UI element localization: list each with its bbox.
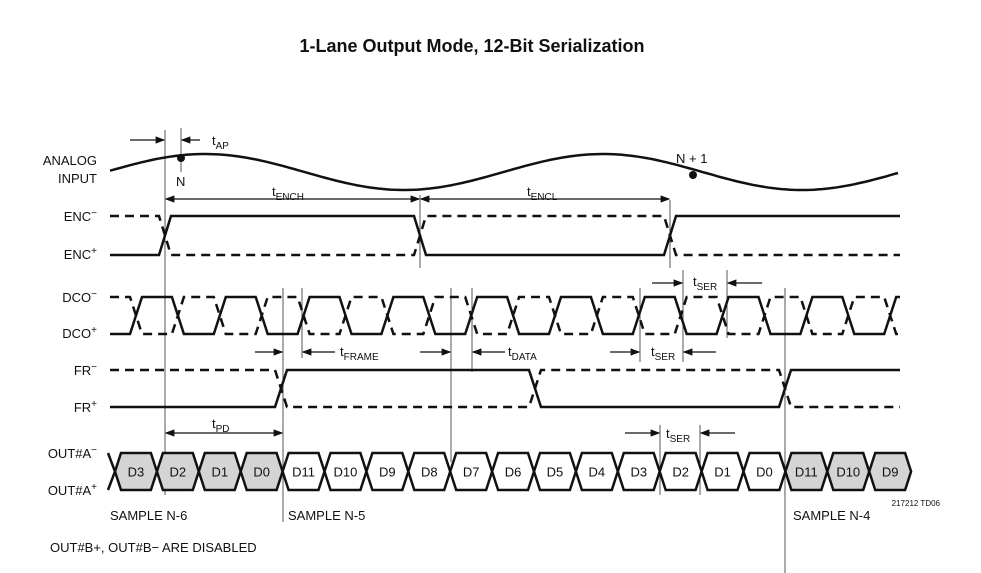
out-data-cell: D3 <box>113 451 159 492</box>
analog-label-1: ANALOG <box>43 153 97 168</box>
analog-input-waveform <box>109 152 899 192</box>
out-data-cell: D5 <box>532 451 578 492</box>
out-data-cell: D9 <box>867 451 913 492</box>
out-data-cell: D6 <box>490 451 536 492</box>
out-cell-label: D9 <box>882 465 899 480</box>
out-cell-label: D1 <box>211 465 228 480</box>
enc-plus-label: ENC+ <box>64 246 97 262</box>
out-cell-label: D2 <box>170 465 187 480</box>
out-cell-label: D9 <box>379 465 396 480</box>
enc-minus-label: ENC− <box>64 208 97 224</box>
point-n1-label: N + 1 <box>676 151 707 166</box>
out-data-cell: D8 <box>406 451 452 492</box>
out-data-cell: D11 <box>281 451 326 492</box>
dco-minus-waveform <box>110 295 900 336</box>
out-cell-label: D5 <box>547 465 564 480</box>
out-data-cell: D3 <box>616 451 662 492</box>
out-cell-label: D10 <box>334 465 358 480</box>
tser_out-label: tSER <box>666 426 690 445</box>
out-minus-label: OUT#A− <box>48 445 97 461</box>
dco-minus-label: DCO− <box>62 289 97 305</box>
diagram-title: 1-Lane Output Mode, 12-Bit Serialization <box>299 36 644 56</box>
sample-n5-label: SAMPLE N-5 <box>288 508 365 523</box>
enc-plus-waveform <box>110 214 900 257</box>
sample-n6-label: SAMPLE N-6 <box>110 508 187 523</box>
out-data-cell: D0 <box>239 451 284 492</box>
out-plus-label: OUT#A+ <box>48 482 97 498</box>
out-data-cell: D9 <box>365 451 410 492</box>
out-data-cell: D11 <box>784 451 829 492</box>
out-data-cell: D2 <box>658 451 703 492</box>
tframe-label: tFRAME <box>340 344 379 363</box>
out-data-cell: D2 <box>155 451 201 492</box>
sample-point-n1 <box>689 171 697 179</box>
out-data-cell: D4 <box>574 451 620 492</box>
tap-label: tAP <box>212 133 229 152</box>
out-data-cell: D0 <box>742 451 787 492</box>
out-cell-label: D7 <box>463 465 480 480</box>
out-cell-label: D0 <box>756 465 773 480</box>
tser_dco_top-label: tSER <box>693 274 717 293</box>
sample-point-n <box>177 154 185 162</box>
tpd-label: tPD <box>212 416 230 435</box>
tencl-label: tENCL <box>527 184 558 203</box>
footnote: OUT#B+, OUT#B− ARE DISABLED <box>50 540 257 555</box>
out-cell-label: D2 <box>672 465 689 480</box>
out-leading-edge <box>106 452 117 491</box>
analog-label-2: INPUT <box>58 171 97 186</box>
out-cell-label: D3 <box>128 465 145 480</box>
out-data-cell: D10 <box>825 451 871 492</box>
out-cell-label: D11 <box>292 465 315 480</box>
enc-minus-waveform <box>110 214 900 257</box>
tench-label: tENCH <box>272 184 304 203</box>
dco-plus-label: DCO+ <box>62 325 97 341</box>
out-data-cell: D7 <box>448 451 494 492</box>
out-data-cell: D10 <box>323 451 368 492</box>
fr-plus-label: FR+ <box>74 399 97 415</box>
fr-minus-waveform <box>110 368 900 409</box>
out-cell-label: D11 <box>795 465 818 480</box>
figure-id: 217212 TD06 <box>892 499 941 508</box>
out-cell-label: D3 <box>630 465 647 480</box>
out-cell-label: D8 <box>421 465 438 480</box>
out-cell-label: D10 <box>836 465 860 480</box>
point-n-label: N <box>176 174 185 189</box>
out-cell-label: D4 <box>589 465 606 480</box>
out-data-cell: D1 <box>197 451 243 492</box>
out-data-cell: D1 <box>700 451 745 492</box>
dco-plus-waveform <box>110 295 900 336</box>
out-cell-label: D0 <box>253 465 270 480</box>
fr-minus-label: FR− <box>74 362 97 378</box>
sample-n4-label: SAMPLE N-4 <box>793 508 870 523</box>
tdata-label: tDATA <box>508 344 537 363</box>
tser_dco_bottom-label: tSER <box>651 344 675 363</box>
out-cell-label: D6 <box>505 465 522 480</box>
out-cell-label: D1 <box>714 465 731 480</box>
